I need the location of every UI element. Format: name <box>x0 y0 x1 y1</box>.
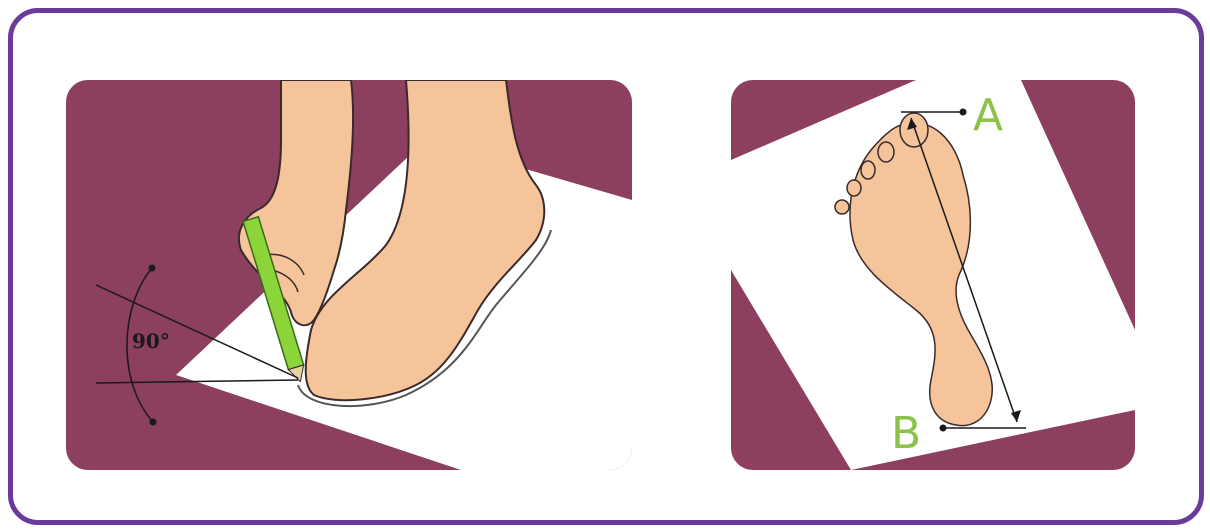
point-a-label: A <box>973 90 1003 141</box>
toe <box>861 161 875 179</box>
arc-endpoint <box>149 265 156 272</box>
arc-endpoint <box>150 419 157 426</box>
toe <box>847 180 861 196</box>
little-toe <box>835 200 849 214</box>
point-b-label: B <box>891 408 921 459</box>
measuring-illustration: A B <box>731 80 1135 470</box>
measuring-panel: A B <box>731 80 1135 470</box>
tracing-illustration: 90° <box>66 80 632 470</box>
tracing-panel: 90° <box>66 80 632 470</box>
big-toe <box>900 113 928 147</box>
marker-dot-b <box>940 425 947 432</box>
marker-dot-a <box>960 109 967 116</box>
toe <box>878 142 894 162</box>
angle-label: 90° <box>132 329 170 353</box>
